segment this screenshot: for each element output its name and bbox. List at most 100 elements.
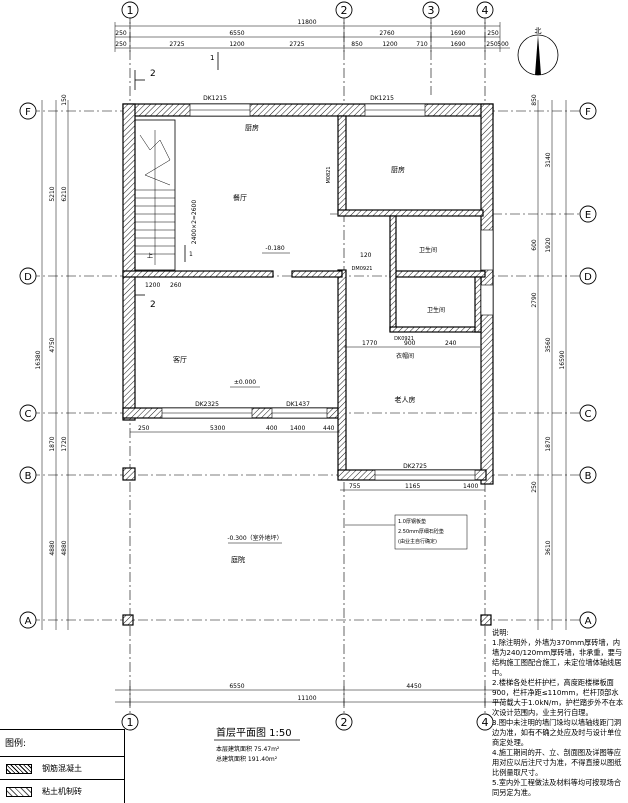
door-tag: DK0921 <box>394 336 414 342</box>
dim-text: 4450 <box>406 683 421 690</box>
room-label-dining: 餐厅 <box>233 193 247 202</box>
drawing-title: 首层平面图 1:50 本层建筑面积 75.47m² 总建筑面积 191.40m² <box>214 726 300 763</box>
dim-text: 1200 <box>229 41 244 48</box>
left-axis-bubbles: F D C B A <box>19 102 37 629</box>
dim-text: 6550 <box>229 30 244 37</box>
dim-text: 250 <box>115 30 127 37</box>
dim-text: 1920 <box>545 237 552 252</box>
room-label-kitchen: 厨房 <box>391 165 405 174</box>
note-5: 5.室内外工程做法及材料等均可按现场合同另定为准。 <box>492 778 622 797</box>
axis-bubble-4-bottom: 4 <box>476 713 494 731</box>
bottom-dimensions: 6550 4450 11100 <box>115 683 500 706</box>
dim-text: 250 <box>531 481 538 493</box>
dim-text: 150 <box>61 94 68 106</box>
axis-bubble-C-left: C <box>19 404 37 422</box>
walls <box>122 103 494 626</box>
subtitle-line: 本层建筑面积 75.47m² <box>216 745 280 753</box>
dim-text: 11100 <box>297 695 316 702</box>
axis-label: A <box>25 616 32 627</box>
axis-label: F <box>25 107 31 118</box>
dim-text: 6550 <box>229 683 244 690</box>
north-arrow-icon: 北 <box>517 27 559 76</box>
notes-title: 说明: <box>492 628 509 637</box>
axis-bubble-F-left: F <box>19 102 37 120</box>
north-label: 北 <box>535 27 542 35</box>
axis-bubble-D-left: D <box>19 267 37 285</box>
dim-text: 400 <box>266 425 278 432</box>
dim-text: 600 <box>531 239 538 251</box>
dim-text: 16380 <box>35 350 42 369</box>
dim-text: 4750 <box>49 337 56 352</box>
section-mark-label: 2 <box>150 300 156 310</box>
callout-box: 1.0厚钢板垫 2.50mm厚细石砼垫 (由业主自行确定) <box>345 514 468 550</box>
right-axis-bubbles: F E D C B A <box>579 102 597 629</box>
axis-bubble-2: 2 <box>335 1 353 19</box>
dim-text: 3610 <box>545 540 552 555</box>
axis-label: D <box>584 272 592 283</box>
legend-item-brick: 粘土机制砖 <box>0 779 124 802</box>
axis-bubble-B-right: B <box>579 466 597 484</box>
stair-dim: 2400×2=2600 <box>191 200 198 245</box>
dim-text: 250 <box>115 41 127 48</box>
level-wet: -0.180 <box>265 245 285 252</box>
axis-label: 2 <box>341 4 348 17</box>
axis-label: 3 <box>428 4 435 17</box>
dim-text: 1400 <box>290 425 305 432</box>
legend: 图例: 钢筋混凝土 粘土机制砖 <box>0 729 125 803</box>
door-tag: DK1215 <box>370 95 394 102</box>
top-dimensions: 11800 250 6550 2760 1690 250 250 2725 12… <box>114 19 510 52</box>
room-label-kitchen-top: 厨房 <box>245 123 259 132</box>
dim-text: 2725 <box>169 41 184 48</box>
room-label-wc: 卫生间 <box>427 306 445 314</box>
axis-label: 4 <box>482 4 489 17</box>
door-tag: DK1215 <box>203 95 227 102</box>
left-dimensions: 16380 5210 4750 1870 4880 150 6210 1720 … <box>35 94 69 630</box>
axis-bubble-B-left: B <box>19 466 37 484</box>
dim-text: 2790 <box>531 292 538 307</box>
legend-label: 钢筋混凝土 <box>42 764 82 773</box>
dim-text: 5210 <box>49 186 56 201</box>
axis-label: 1 <box>127 4 134 17</box>
dim-text: 250 <box>138 425 150 432</box>
dim-text: 1200 <box>382 41 397 48</box>
dim-text: 240 <box>445 340 457 347</box>
dim-text: 500 <box>497 41 509 48</box>
dim-text: 5300 <box>210 425 225 432</box>
room-label-yard: 庭院 <box>231 555 245 564</box>
callout-line: (由业主自行确定) <box>398 538 437 545</box>
legend-label: 粘土机制砖 <box>42 787 82 796</box>
door-tag: DK2325 <box>195 401 219 408</box>
dim-text: 850 <box>531 94 538 106</box>
dim-text: 1400 <box>463 483 478 490</box>
bottom-axis-bubbles: 1 2 4 <box>121 713 494 731</box>
note-1: 1.除注明外，外墙为370mm厚砖墙，内墙为240/120mm厚砖墙，非承重，要… <box>492 638 623 677</box>
axis-label: C <box>585 409 592 420</box>
axis-bubble-1: 1 <box>121 1 139 19</box>
level-main: ±0.000 <box>234 379 256 386</box>
stair-up-label: 上 <box>147 252 153 260</box>
dim-text: 1770 <box>362 340 377 347</box>
axis-label: 2 <box>341 716 348 729</box>
door-tag: DM0921 <box>352 266 373 272</box>
dim-text: 1200 <box>145 282 160 289</box>
dim-text: 1165 <box>405 483 420 490</box>
section-mark-label: 2 <box>150 69 156 79</box>
dim-text: 3560 <box>545 337 552 352</box>
top-axis-bubbles: 1 2 3 4 <box>121 1 494 19</box>
dim-text: 4880 <box>49 540 56 555</box>
axis-bubble-F-right: F <box>579 102 597 120</box>
callout-line: 1.0厚钢板垫 <box>398 518 426 525</box>
dim-text: 250 <box>486 41 498 48</box>
door-tag: DK2725 <box>403 463 427 470</box>
dim-text: 260 <box>170 282 182 289</box>
dim-text: 1690 <box>450 30 465 37</box>
dim-text: 11800 <box>297 19 316 26</box>
dim-text: 16590 <box>559 350 566 369</box>
axis-bubble-2-bottom: 2 <box>335 713 353 731</box>
section-mark-label: 1 <box>189 251 193 258</box>
dim-text: 850 <box>351 41 363 48</box>
dim-text: 4880 <box>61 540 68 555</box>
dim-text: 440 <box>323 425 335 432</box>
level-yard: -0.300（室外地坪） <box>227 534 282 542</box>
